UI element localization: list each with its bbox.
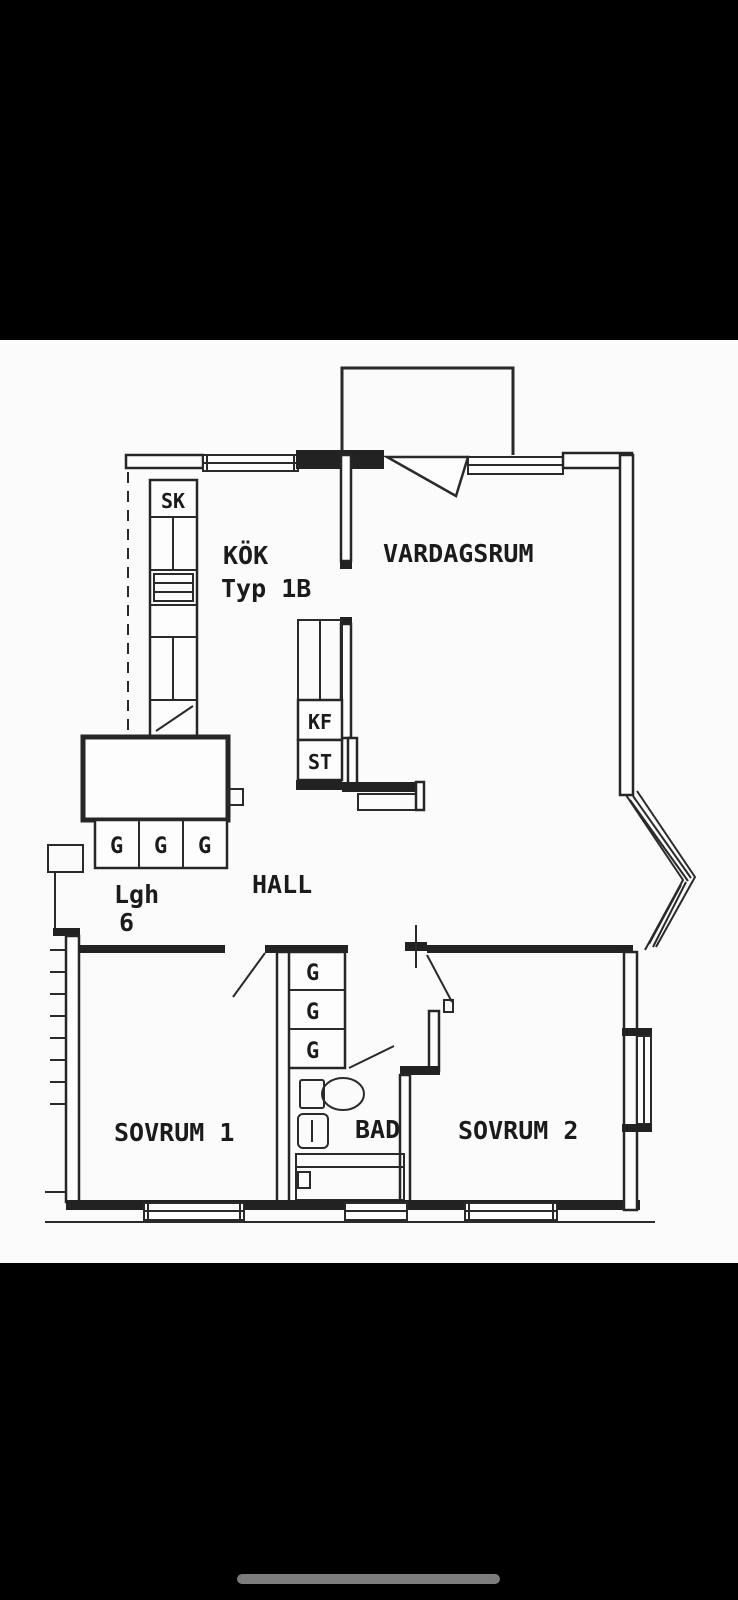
- kitchen-sink: [155, 705, 194, 732]
- closet-label-g1: G: [110, 834, 123, 859]
- hall-label: HALL: [252, 870, 312, 899]
- bathroom-door: [348, 1045, 395, 1069]
- closet-label-g2: G: [154, 834, 167, 859]
- home-indicator[interactable]: [237, 1574, 500, 1584]
- bedroom1-east-wall: [275, 950, 291, 1204]
- window-bathroom: [344, 1202, 408, 1221]
- bedroom2-top-wall: [427, 945, 633, 953]
- window-bedroom2-east: [622, 1028, 652, 1132]
- entry-threshold-wall: [53, 928, 80, 936]
- closet-row: [93, 818, 229, 870]
- washbasin: [297, 1113, 329, 1149]
- bay-window: [625, 790, 697, 951]
- bedroom2-label: SOVRUM 2: [458, 1116, 578, 1145]
- bedroom1-door: [232, 952, 266, 998]
- kitchen-cabinets: [148, 478, 199, 739]
- hall-bedroom-wall-mid: [265, 945, 348, 953]
- shaft-notch: [227, 788, 244, 806]
- closet-label-g6: G: [306, 1039, 319, 1064]
- east-wall: [618, 453, 635, 797]
- toilet: [299, 1077, 365, 1111]
- kitchen-window: [202, 454, 299, 472]
- hall-bedroom-wall-left: [79, 945, 225, 953]
- apartment-number-line1: Lgh: [114, 880, 159, 909]
- closet-label-g4: G: [306, 961, 319, 986]
- st-closet-label: ST: [308, 750, 332, 774]
- entry-door-recess: [47, 844, 84, 873]
- stove: [153, 573, 194, 602]
- west-exterior-wall: [64, 934, 81, 1204]
- bathroom-label: BAD: [355, 1115, 400, 1144]
- kitchen-label: KÖK: [223, 540, 268, 570]
- balcony-outline: [340, 366, 515, 455]
- top-wall-left-segment: [124, 453, 205, 470]
- closet-label-g5: G: [306, 1000, 319, 1025]
- kf-closet: [296, 698, 344, 742]
- sk-cabinet-label: SK: [161, 489, 185, 513]
- balcony-door: [382, 455, 470, 498]
- hall-upper-wall: [342, 782, 424, 792]
- apartment-number-line2: 6: [119, 908, 134, 937]
- kf-closet-label: KF: [308, 710, 332, 734]
- bedroom2-door: [426, 954, 453, 1003]
- living-room-label: VARDAGSRUM: [383, 539, 534, 568]
- closet-base-wall: [296, 780, 342, 790]
- stair-shaft: [80, 734, 231, 823]
- hall-wall-stub: [414, 780, 426, 812]
- living-room-top-window: [467, 456, 564, 475]
- stair-treads: [50, 949, 66, 1105]
- bedroom2-door-stop: [443, 999, 454, 1013]
- bedroom1-label: SOVRUM 1: [114, 1118, 234, 1147]
- closet-label-g3: G: [198, 834, 211, 859]
- window-bedroom2-south: [464, 1202, 558, 1221]
- corridor-closet-column: [285, 950, 347, 1070]
- window-bedroom1: [143, 1202, 245, 1221]
- st-closet: [296, 738, 344, 782]
- bedroom2-west-wall: [427, 1009, 441, 1073]
- bathroom-step-wall: [400, 1066, 440, 1075]
- kitchen-type-label: Typ 1B: [221, 574, 311, 603]
- bedroom2-east-wall: [622, 950, 639, 1212]
